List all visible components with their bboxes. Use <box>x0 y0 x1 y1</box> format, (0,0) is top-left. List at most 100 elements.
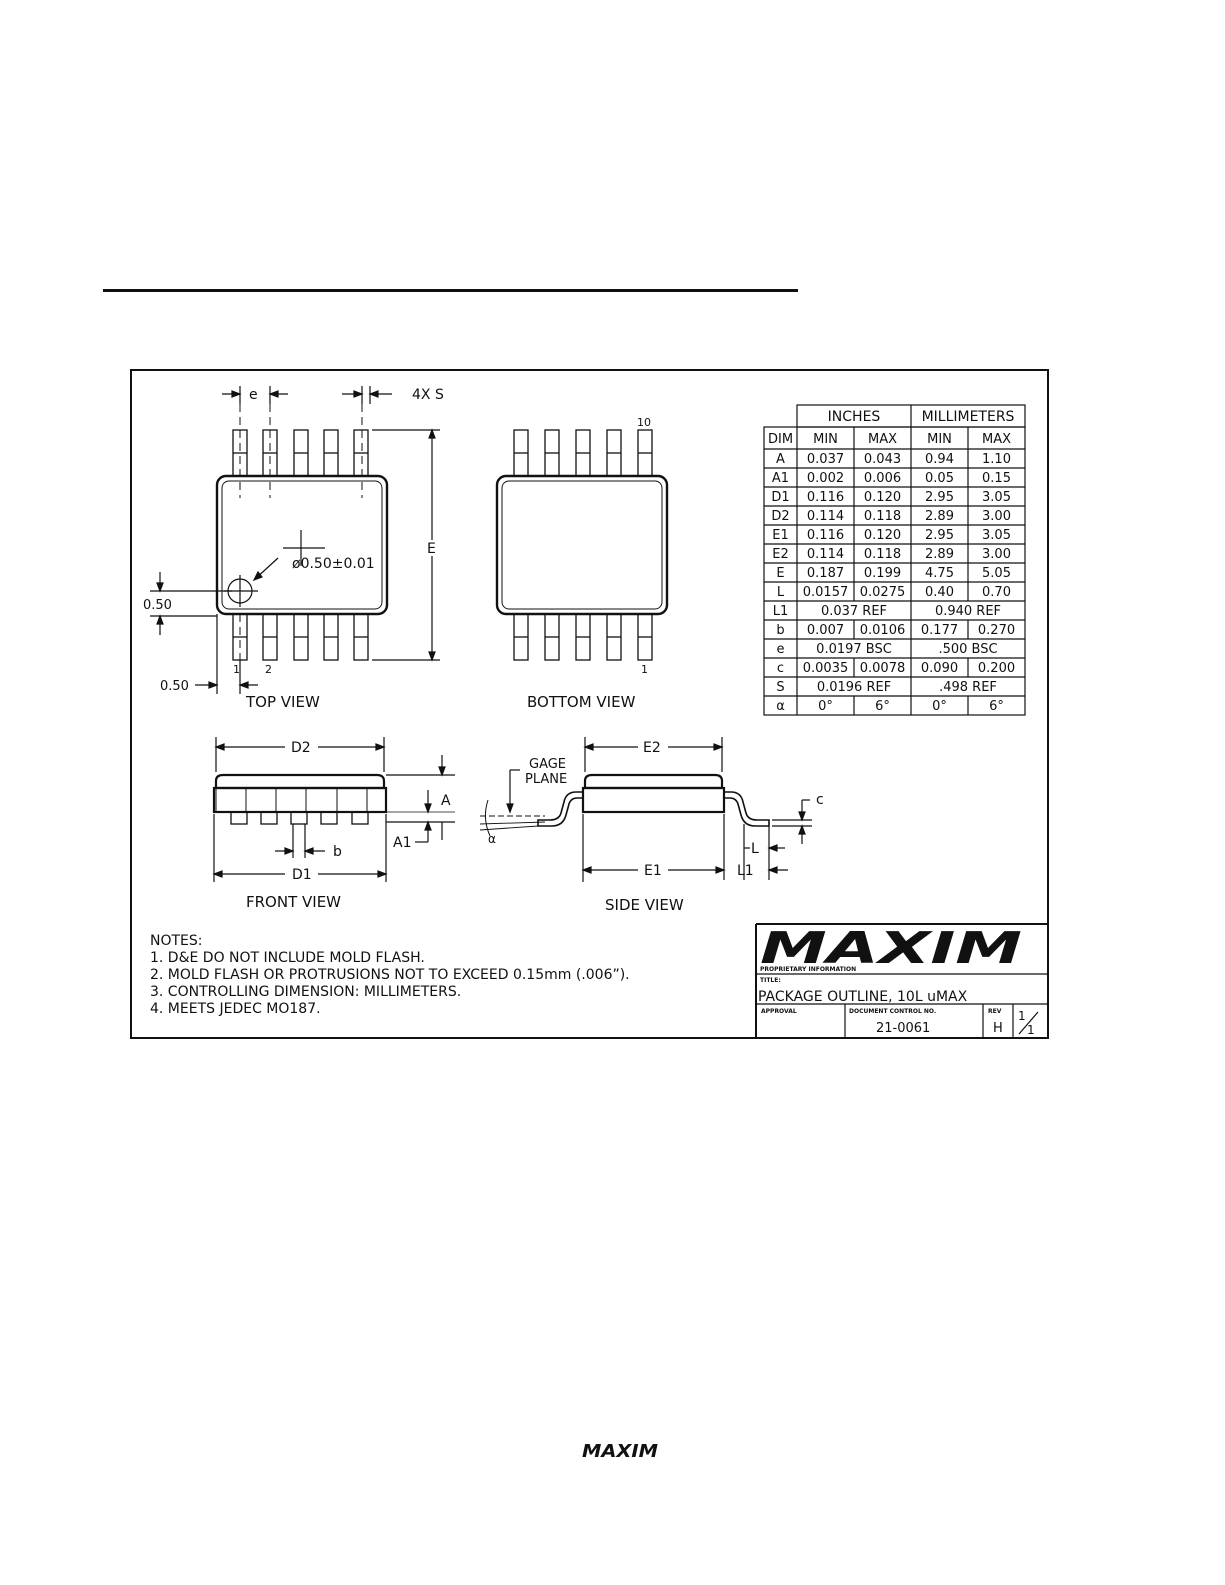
table-cell: 0.002 <box>807 471 844 486</box>
pin-2-label: 2 <box>265 663 272 676</box>
table-cell: 0.05 <box>925 471 954 486</box>
table-cell: 0.0197 BSC <box>816 642 892 657</box>
table-column-header: MIN <box>927 432 952 447</box>
table-cell: 0° <box>932 699 947 714</box>
table-cell: 0.15 <box>982 471 1011 486</box>
table-cell: 6° <box>875 699 890 714</box>
table-cell: 0.114 <box>807 509 844 524</box>
rev-value: H <box>993 1021 1003 1036</box>
table-column-header: MIN <box>813 432 838 447</box>
footer-maxim-logo: MAXIM <box>582 1441 658 1462</box>
note-1: 1. D&E DO NOT INCLUDE MOLD FLASH. <box>150 950 425 966</box>
dim-E1-label: E1 <box>644 863 662 879</box>
right-lead <box>724 791 770 827</box>
table-cell: L1 <box>773 604 789 619</box>
top-view: ø0.50±0.01 e 4X S E 0.50 <box>143 386 444 711</box>
bottom-view-title: BOTTOM VIEW <box>527 693 636 711</box>
bottom-view: 10 1 BOTTOM VIEW <box>495 416 669 711</box>
front-lead <box>351 811 369 825</box>
front-body-bottom <box>212 786 388 814</box>
table-cell: b <box>776 623 784 638</box>
table-cell: 0.40 <box>925 585 954 600</box>
front-lead <box>260 811 278 825</box>
table-cell: D2 <box>771 509 789 524</box>
table-cell: 2.95 <box>925 528 954 543</box>
hole-dimension-label: ø0.50±0.01 <box>292 556 375 572</box>
table-cell: 0.037 <box>807 452 844 467</box>
header-rule <box>103 289 798 292</box>
top-view-title: TOP VIEW <box>245 693 320 711</box>
pin-1-label: 1 <box>233 663 240 676</box>
dim-D1-label: D1 <box>292 867 312 883</box>
dim-A1-label: A1 <box>393 835 411 851</box>
dim-4xs-label: 4X S <box>412 387 444 403</box>
proprietary-label: PROPRIETARY INFORMATION <box>760 966 856 973</box>
table-cell: 3.00 <box>982 547 1011 562</box>
table-cell: 4.75 <box>925 566 954 581</box>
table-cell: 0.007 <box>807 623 844 638</box>
table-cell: 0.187 <box>807 566 844 581</box>
front-body-top <box>214 773 386 790</box>
table-cell: 0.120 <box>864 490 901 505</box>
table-cell: 1.10 <box>982 452 1011 467</box>
table-cell: 0.090 <box>921 661 958 676</box>
table-column-header: MAX <box>868 432 897 447</box>
table-cell: 0.0196 REF <box>817 680 891 695</box>
front-lead <box>230 811 248 825</box>
rev-label: REV <box>988 1008 1002 1015</box>
top-view-body-inner <box>221 480 383 610</box>
table-cell: 3.05 <box>982 528 1011 543</box>
table-cell: 0.0157 <box>803 585 849 600</box>
gage-label: GAGE <box>529 757 566 772</box>
dim-e-label: e <box>249 387 258 403</box>
plane-label: PLANE <box>525 772 567 787</box>
table-cell: S <box>776 680 784 695</box>
table-cell: 0.70 <box>982 585 1011 600</box>
side-body-bottom <box>581 786 726 814</box>
table-column-header: MAX <box>982 432 1011 447</box>
table-cell: 0.118 <box>864 509 901 524</box>
note-2: 2. MOLD FLASH OR PROTRUSIONS NOT TO EXCE… <box>150 967 630 983</box>
table-cell: E1 <box>772 528 789 543</box>
left-lead <box>537 791 583 827</box>
pin-10-label: 10 <box>637 416 651 429</box>
table-cell: 0.200 <box>978 661 1015 676</box>
front-lead <box>320 811 338 825</box>
table-cell: 0.116 <box>807 490 844 505</box>
dim-E2-label: E2 <box>643 740 661 756</box>
table-cell: .500 BSC <box>938 642 997 657</box>
side-view-title: SIDE VIEW <box>605 896 684 914</box>
alpha-arc <box>484 799 491 837</box>
table-cell: .498 REF <box>939 680 997 695</box>
front-view-title: FRONT VIEW <box>246 893 341 911</box>
table-cell: 6° <box>989 699 1004 714</box>
table-cell: 0.199 <box>864 566 901 581</box>
table-cell: 0.114 <box>807 547 844 562</box>
approval-label: APPROVAL <box>761 1008 797 1015</box>
table-cell: 0.037 REF <box>821 604 887 619</box>
doc-control-label: DOCUMENT CONTROL NO. <box>849 1008 936 1015</box>
table-cell: E2 <box>772 547 789 562</box>
table-cell: 0.006 <box>864 471 901 486</box>
table-group-header-label: INCHES <box>828 409 881 425</box>
table-cell: A <box>776 452 785 467</box>
maxim-logo: MAXIM <box>760 923 1022 974</box>
table-cell: 0.940 REF <box>935 604 1001 619</box>
drawing-frame <box>130 369 1049 1039</box>
table-cell: L <box>777 585 785 600</box>
bottom-view-body <box>495 474 669 616</box>
title-label: TITLE: <box>760 977 781 984</box>
table-body <box>763 426 1026 716</box>
note-3: 3. CONTROLLING DIMENSION: MILLIMETERS. <box>150 984 461 1000</box>
dim-E-label: E <box>427 541 436 557</box>
table-cell: 0.270 <box>978 623 1015 638</box>
table-cell: 3.00 <box>982 509 1011 524</box>
table-cell: 0.0106 <box>860 623 906 638</box>
table-cell: 0.0078 <box>860 661 906 676</box>
table-cell: 3.05 <box>982 490 1011 505</box>
table-cell: 0.043 <box>864 452 901 467</box>
table-group-header-label: MILLIMETERS <box>922 409 1015 425</box>
side-view: E2 GAGE PLANE α c L <box>479 737 824 914</box>
